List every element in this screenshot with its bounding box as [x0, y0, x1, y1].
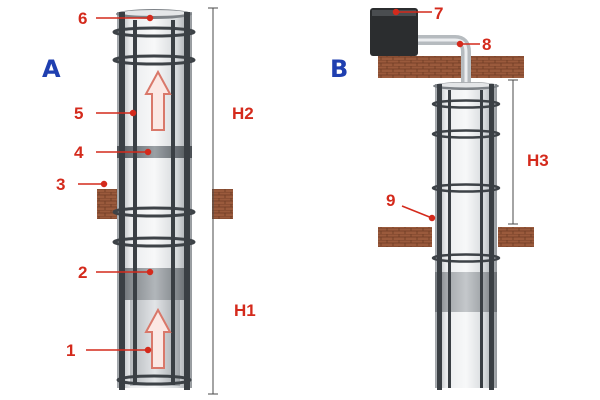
leaders-b — [392, 8, 480, 222]
panel-a-chimney — [97, 7, 233, 395]
panel-label-a: A — [42, 55, 61, 83]
panel-b-chimney — [370, 8, 534, 390]
panel-label-b: B — [330, 55, 348, 83]
leaders-a — [78, 14, 154, 354]
dimension-line-b — [508, 79, 518, 225]
wall-right-a — [212, 189, 233, 219]
callout-3: 3 — [56, 175, 65, 194]
floor-slab-left-b — [378, 227, 432, 247]
dimension-line-a — [208, 7, 218, 395]
callout-1: 1 — [66, 341, 75, 360]
callout-4: 4 — [74, 143, 84, 162]
tube-b — [435, 84, 497, 388]
band-2-a — [120, 268, 190, 300]
wall-left-a — [97, 189, 117, 219]
dimension-h1: H1 — [234, 301, 256, 320]
callout-2: 2 — [78, 263, 87, 282]
dimension-h3: H3 — [527, 151, 549, 170]
floor-slab-right-b — [498, 227, 534, 247]
rails-a — [119, 12, 190, 390]
callout-7: 7 — [434, 4, 443, 23]
roof-slab-b — [378, 56, 524, 78]
flow-arrow-upper — [144, 69, 172, 131]
heater-box-b — [370, 8, 418, 56]
dimension-h2: H2 — [232, 104, 254, 123]
callout-5: 5 — [74, 104, 83, 123]
callout-8: 8 — [482, 35, 491, 54]
callout-6: 6 — [78, 9, 87, 28]
flow-arrow-lower — [144, 307, 172, 369]
band-b — [435, 272, 497, 312]
rails-b — [437, 84, 494, 390]
support-rings-b — [431, 99, 501, 263]
callout-9: 9 — [386, 191, 395, 210]
